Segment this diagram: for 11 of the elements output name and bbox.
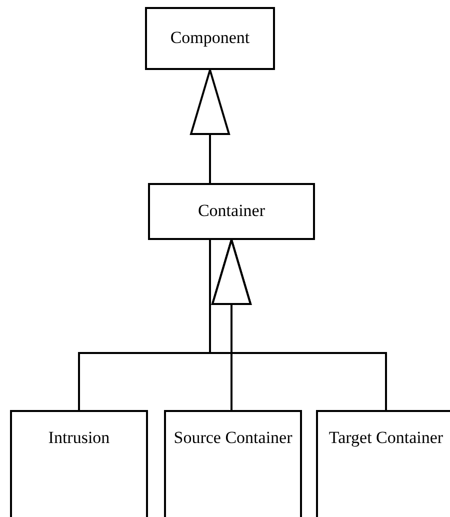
class-name: Component [170, 28, 250, 49]
class-name: Source Container [174, 428, 292, 448]
class-box [148, 183, 315, 240]
class-box [145, 7, 275, 70]
class-box [10, 410, 148, 517]
class-name: Target Container [328, 428, 444, 448]
generalization-arrow [212, 239, 387, 410]
class-name: Container [198, 201, 266, 222]
class-box [316, 410, 450, 517]
class-name: Intrusion [48, 428, 110, 448]
class-box [164, 410, 302, 517]
